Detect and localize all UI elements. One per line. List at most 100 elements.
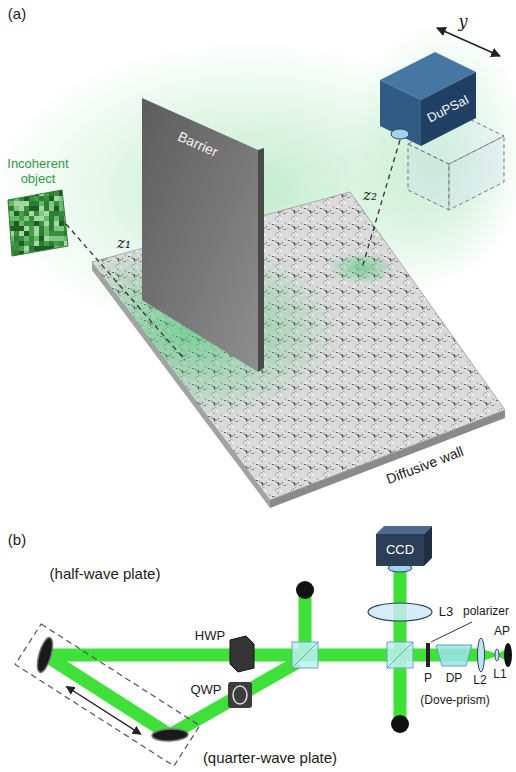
object-pixel [34, 231, 39, 236]
object-pixel [14, 221, 19, 226]
object-pixel [54, 206, 59, 211]
part-label: (Dove-prism) [420, 694, 489, 708]
object-pixel [44, 241, 49, 246]
object-pixel [19, 191, 24, 196]
dimension-label: y [458, 13, 467, 31]
object-pixel [14, 226, 19, 231]
half-wave-plate [230, 636, 254, 672]
lens [368, 603, 432, 621]
camera-lens [391, 129, 409, 139]
object-pixel [24, 241, 29, 246]
object-pixel [19, 201, 24, 206]
object-pixel [14, 201, 19, 206]
object-pixel [59, 241, 64, 246]
object-pixel [49, 196, 54, 201]
object-pixel [59, 231, 64, 236]
object-pixel [39, 206, 44, 211]
object-pixel [19, 241, 24, 246]
object-pixel [54, 196, 59, 201]
object-pixel [14, 241, 19, 246]
object-pixel [69, 201, 74, 206]
object-pixel [9, 186, 14, 191]
object-pixel [14, 246, 19, 251]
object-pixel [24, 226, 29, 231]
leader-line [431, 622, 472, 642]
object-pixel [9, 256, 14, 261]
object-pixel [59, 256, 64, 261]
mirror [34, 636, 55, 674]
object-pixel [49, 251, 54, 256]
beam-dump [391, 715, 409, 733]
incoherent-object [4, 186, 74, 266]
polarizer-plate [426, 643, 430, 667]
part-label: Diffusive wall [384, 443, 466, 487]
node-face [421, 72, 476, 146]
object-pixel [69, 246, 74, 251]
object-pixel [44, 251, 49, 256]
object-pixel [24, 211, 29, 216]
object-pixel [19, 186, 24, 191]
object-pixel [49, 201, 54, 206]
object-pixel [44, 236, 49, 241]
object-pixel [14, 211, 19, 216]
object-pixel [54, 261, 59, 266]
object-pixel [29, 196, 34, 201]
object-pixel [49, 216, 54, 221]
part-label: polarizer [463, 605, 509, 619]
object-pixel [4, 251, 9, 256]
laser-beam [45, 649, 481, 662]
object-pixel [69, 186, 74, 191]
part-label: DP [446, 672, 463, 686]
object-pixel [44, 211, 49, 216]
object-pixel [49, 236, 54, 241]
object-pixel [39, 196, 44, 201]
object-outline [8, 190, 68, 256]
object-pixel [54, 211, 59, 216]
camera-box: CCD [376, 526, 432, 566]
object-pixel [29, 261, 34, 266]
object-pixel [24, 191, 29, 196]
object-pixel [54, 241, 59, 246]
mirror [152, 728, 188, 741]
object-pixel [44, 231, 49, 236]
object-pixel [4, 221, 9, 226]
quarter-wave-plate-ring [233, 686, 247, 704]
object-pixel [44, 256, 49, 261]
object-pixel [49, 231, 54, 236]
object-pixel [44, 206, 49, 211]
object-pixel [29, 256, 34, 261]
object-pixel [54, 251, 59, 256]
object-pixel [59, 226, 64, 231]
object-pixel [9, 236, 14, 241]
object-pixel [14, 186, 19, 191]
object-pixel [29, 246, 34, 251]
object-pixel [19, 256, 24, 261]
object-pixel [19, 206, 24, 211]
object-pixel [14, 261, 19, 266]
object-pixel [9, 261, 14, 266]
object-pixel [39, 211, 44, 216]
object-pixel [54, 231, 59, 236]
object-pixel [54, 256, 59, 261]
object-pixel [64, 206, 69, 211]
object-pixel [39, 261, 44, 266]
object-pixel [19, 226, 24, 231]
distance-line [362, 140, 400, 268]
object-pixel [44, 221, 49, 226]
object-pixel [19, 246, 24, 251]
object-pixel [34, 216, 39, 221]
object-pixel [69, 191, 74, 196]
translation-arrow [437, 28, 500, 56]
object-pixel [34, 201, 39, 206]
object-pixel [19, 221, 24, 226]
object-pixel [44, 216, 49, 221]
object-pixel [14, 236, 19, 241]
beam-splitter [387, 642, 413, 668]
object-pixel [64, 191, 69, 196]
object-pixel [59, 216, 64, 221]
object-pixel [39, 236, 44, 241]
part-label: (half-wave plate) [50, 565, 161, 582]
object-pixel [49, 226, 54, 231]
object-pixel [24, 231, 29, 236]
object-pixel [59, 221, 64, 226]
